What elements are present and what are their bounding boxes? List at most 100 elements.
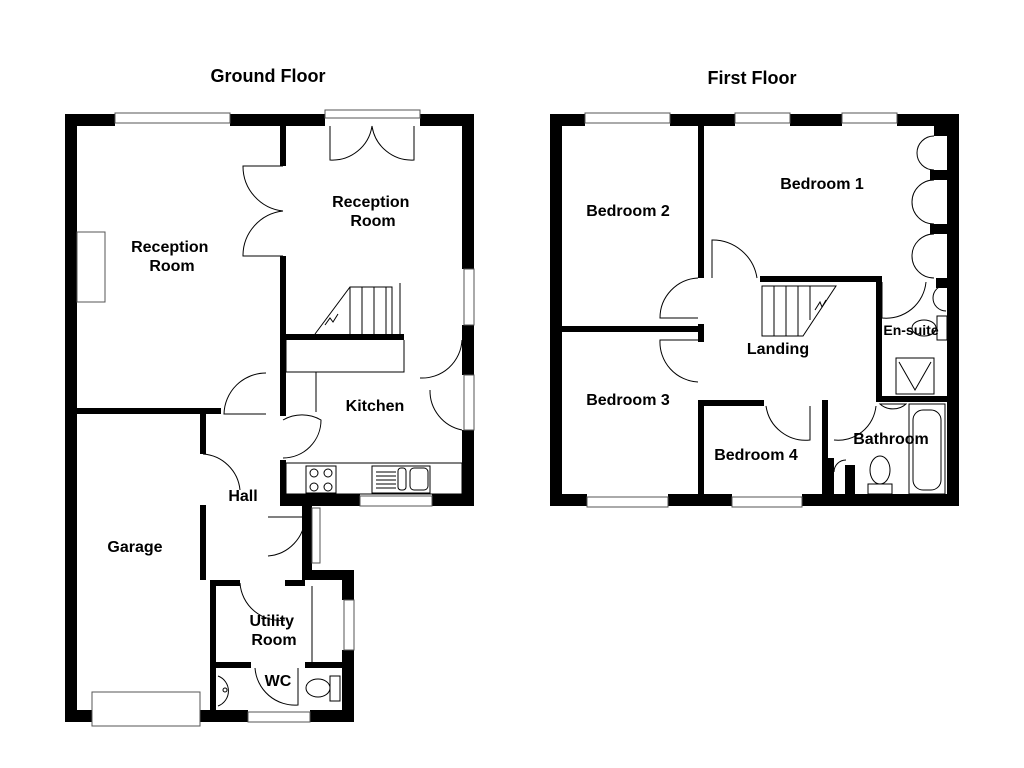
wall <box>216 662 251 668</box>
wall <box>822 400 828 496</box>
wall <box>698 400 704 496</box>
window <box>731 496 803 508</box>
wall <box>285 580 305 586</box>
window <box>343 599 355 651</box>
wall <box>65 114 77 722</box>
bath <box>908 403 946 495</box>
room-label-bedroom-2: Bedroom 2 <box>586 203 670 220</box>
wall <box>280 126 286 166</box>
wall <box>876 396 947 402</box>
ground-floor-title: Ground Floor <box>211 66 326 86</box>
wall <box>200 710 248 722</box>
door <box>419 339 463 379</box>
staircase <box>314 283 401 335</box>
wall <box>302 505 312 580</box>
wall <box>698 324 704 342</box>
door <box>429 389 463 431</box>
wall <box>828 458 834 494</box>
wall <box>550 494 587 506</box>
window <box>734 112 791 124</box>
wall <box>562 326 700 332</box>
wall <box>286 334 404 340</box>
wall <box>462 325 474 375</box>
wall <box>280 256 286 416</box>
door <box>202 453 241 491</box>
window <box>463 268 475 326</box>
wall <box>897 114 959 126</box>
door <box>711 239 758 279</box>
sink <box>371 465 431 494</box>
window <box>841 112 898 124</box>
door <box>659 339 699 383</box>
room-label-landing: Landing <box>747 341 809 358</box>
wall <box>420 114 474 126</box>
door <box>833 405 877 441</box>
wardrobe <box>911 135 935 279</box>
wall <box>934 126 947 136</box>
room-label-reception-room-2: Reception Room <box>332 194 414 230</box>
wall <box>670 114 735 126</box>
window <box>247 711 311 723</box>
room-label-reception-room-1: Reception Room <box>131 239 213 275</box>
ground-floor-plan: Ground Floor <box>65 66 475 727</box>
wall <box>280 494 360 506</box>
door <box>242 165 284 212</box>
kitchen-worktop <box>285 462 463 495</box>
window <box>463 374 475 431</box>
fireplace <box>76 231 106 303</box>
wall <box>342 650 354 722</box>
room-label-garage: Garage <box>107 539 162 556</box>
door <box>881 281 927 319</box>
wall <box>802 494 959 506</box>
wall <box>77 408 221 414</box>
window <box>311 507 321 564</box>
door <box>765 405 811 441</box>
wall <box>704 400 764 406</box>
window <box>586 496 669 508</box>
en-suite-basin <box>932 284 947 312</box>
french-door <box>371 125 415 161</box>
window <box>114 112 231 124</box>
wall <box>65 710 92 722</box>
room-label-wc: WC <box>265 673 292 690</box>
room-label-bedroom-4: Bedroom 4 <box>714 447 798 464</box>
wall <box>550 114 585 126</box>
wall <box>698 126 704 278</box>
window <box>324 109 421 119</box>
door <box>282 414 322 459</box>
toilet <box>305 675 341 702</box>
shower-tray <box>895 357 935 395</box>
room-label-bathroom: Bathroom <box>853 431 929 448</box>
en-suite-toilet <box>911 315 948 341</box>
bathroom-toilet <box>867 455 893 495</box>
wall <box>760 276 882 282</box>
door <box>239 582 286 621</box>
wall <box>280 460 286 500</box>
wall <box>305 662 342 668</box>
door <box>223 372 267 415</box>
wall <box>845 465 855 495</box>
room-label-utility-room: Utility Room <box>250 613 299 649</box>
door <box>267 516 306 557</box>
room-label-hall: Hall <box>228 488 257 505</box>
door <box>242 210 284 257</box>
wall <box>210 580 240 586</box>
wall <box>936 278 947 288</box>
wall <box>930 170 947 180</box>
room-label-bedroom-3: Bedroom 3 <box>586 392 670 409</box>
garage-door <box>91 691 201 727</box>
cupboard-door <box>833 459 847 473</box>
wall <box>930 224 947 234</box>
wc-basin <box>217 675 229 707</box>
wall <box>462 114 474 269</box>
first-floor-title: First Floor <box>708 68 797 88</box>
wall <box>302 570 354 580</box>
wall <box>432 494 474 506</box>
wall <box>550 114 562 506</box>
hob <box>305 465 337 494</box>
wall <box>65 114 115 126</box>
wall <box>200 505 206 580</box>
wall <box>230 114 325 126</box>
window <box>359 495 433 507</box>
